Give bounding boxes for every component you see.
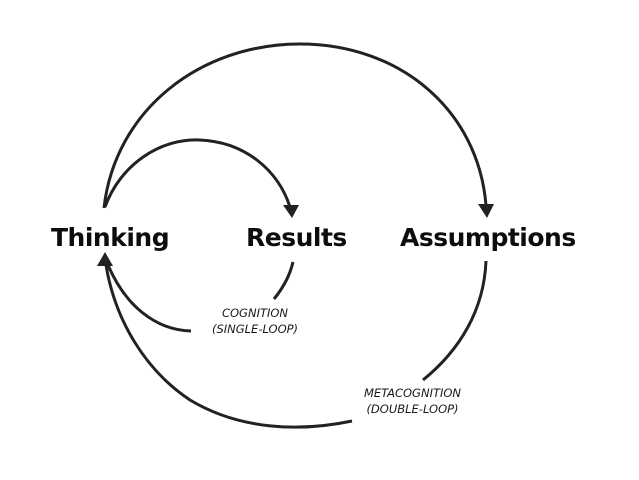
node-thinking: Thinking — [51, 223, 170, 252]
double-loop-return-upper — [422, 260, 488, 382]
double-loop-return-lower — [104, 264, 353, 429]
thinking-arrowhead-icon — [97, 252, 113, 266]
single-loop-type: (SINGLE-LOOP) — [211, 322, 299, 336]
assumptions-arrowhead-icon — [478, 204, 494, 218]
results-arrowhead-icon — [283, 205, 299, 218]
single-loop-label: COGNITION (SINGLE-LOOP) — [200, 305, 310, 337]
node-results: Results — [246, 223, 347, 252]
double-loop-name: METACOGNITION — [363, 386, 462, 400]
double-loop-type: (DOUBLE-LOOP) — [366, 402, 459, 416]
single-loop-return-upper — [272, 261, 295, 300]
single-loop-arrow-to-results — [103, 138, 292, 208]
single-loop-name: COGNITION — [221, 306, 289, 320]
node-assumptions: Assumptions — [400, 223, 576, 252]
double-loop-arrow-to-assumptions — [102, 42, 488, 209]
single-loop-return-lower — [106, 264, 192, 333]
double-loop-label: METACOGNITION (DOUBLE-LOOP) — [350, 385, 475, 417]
